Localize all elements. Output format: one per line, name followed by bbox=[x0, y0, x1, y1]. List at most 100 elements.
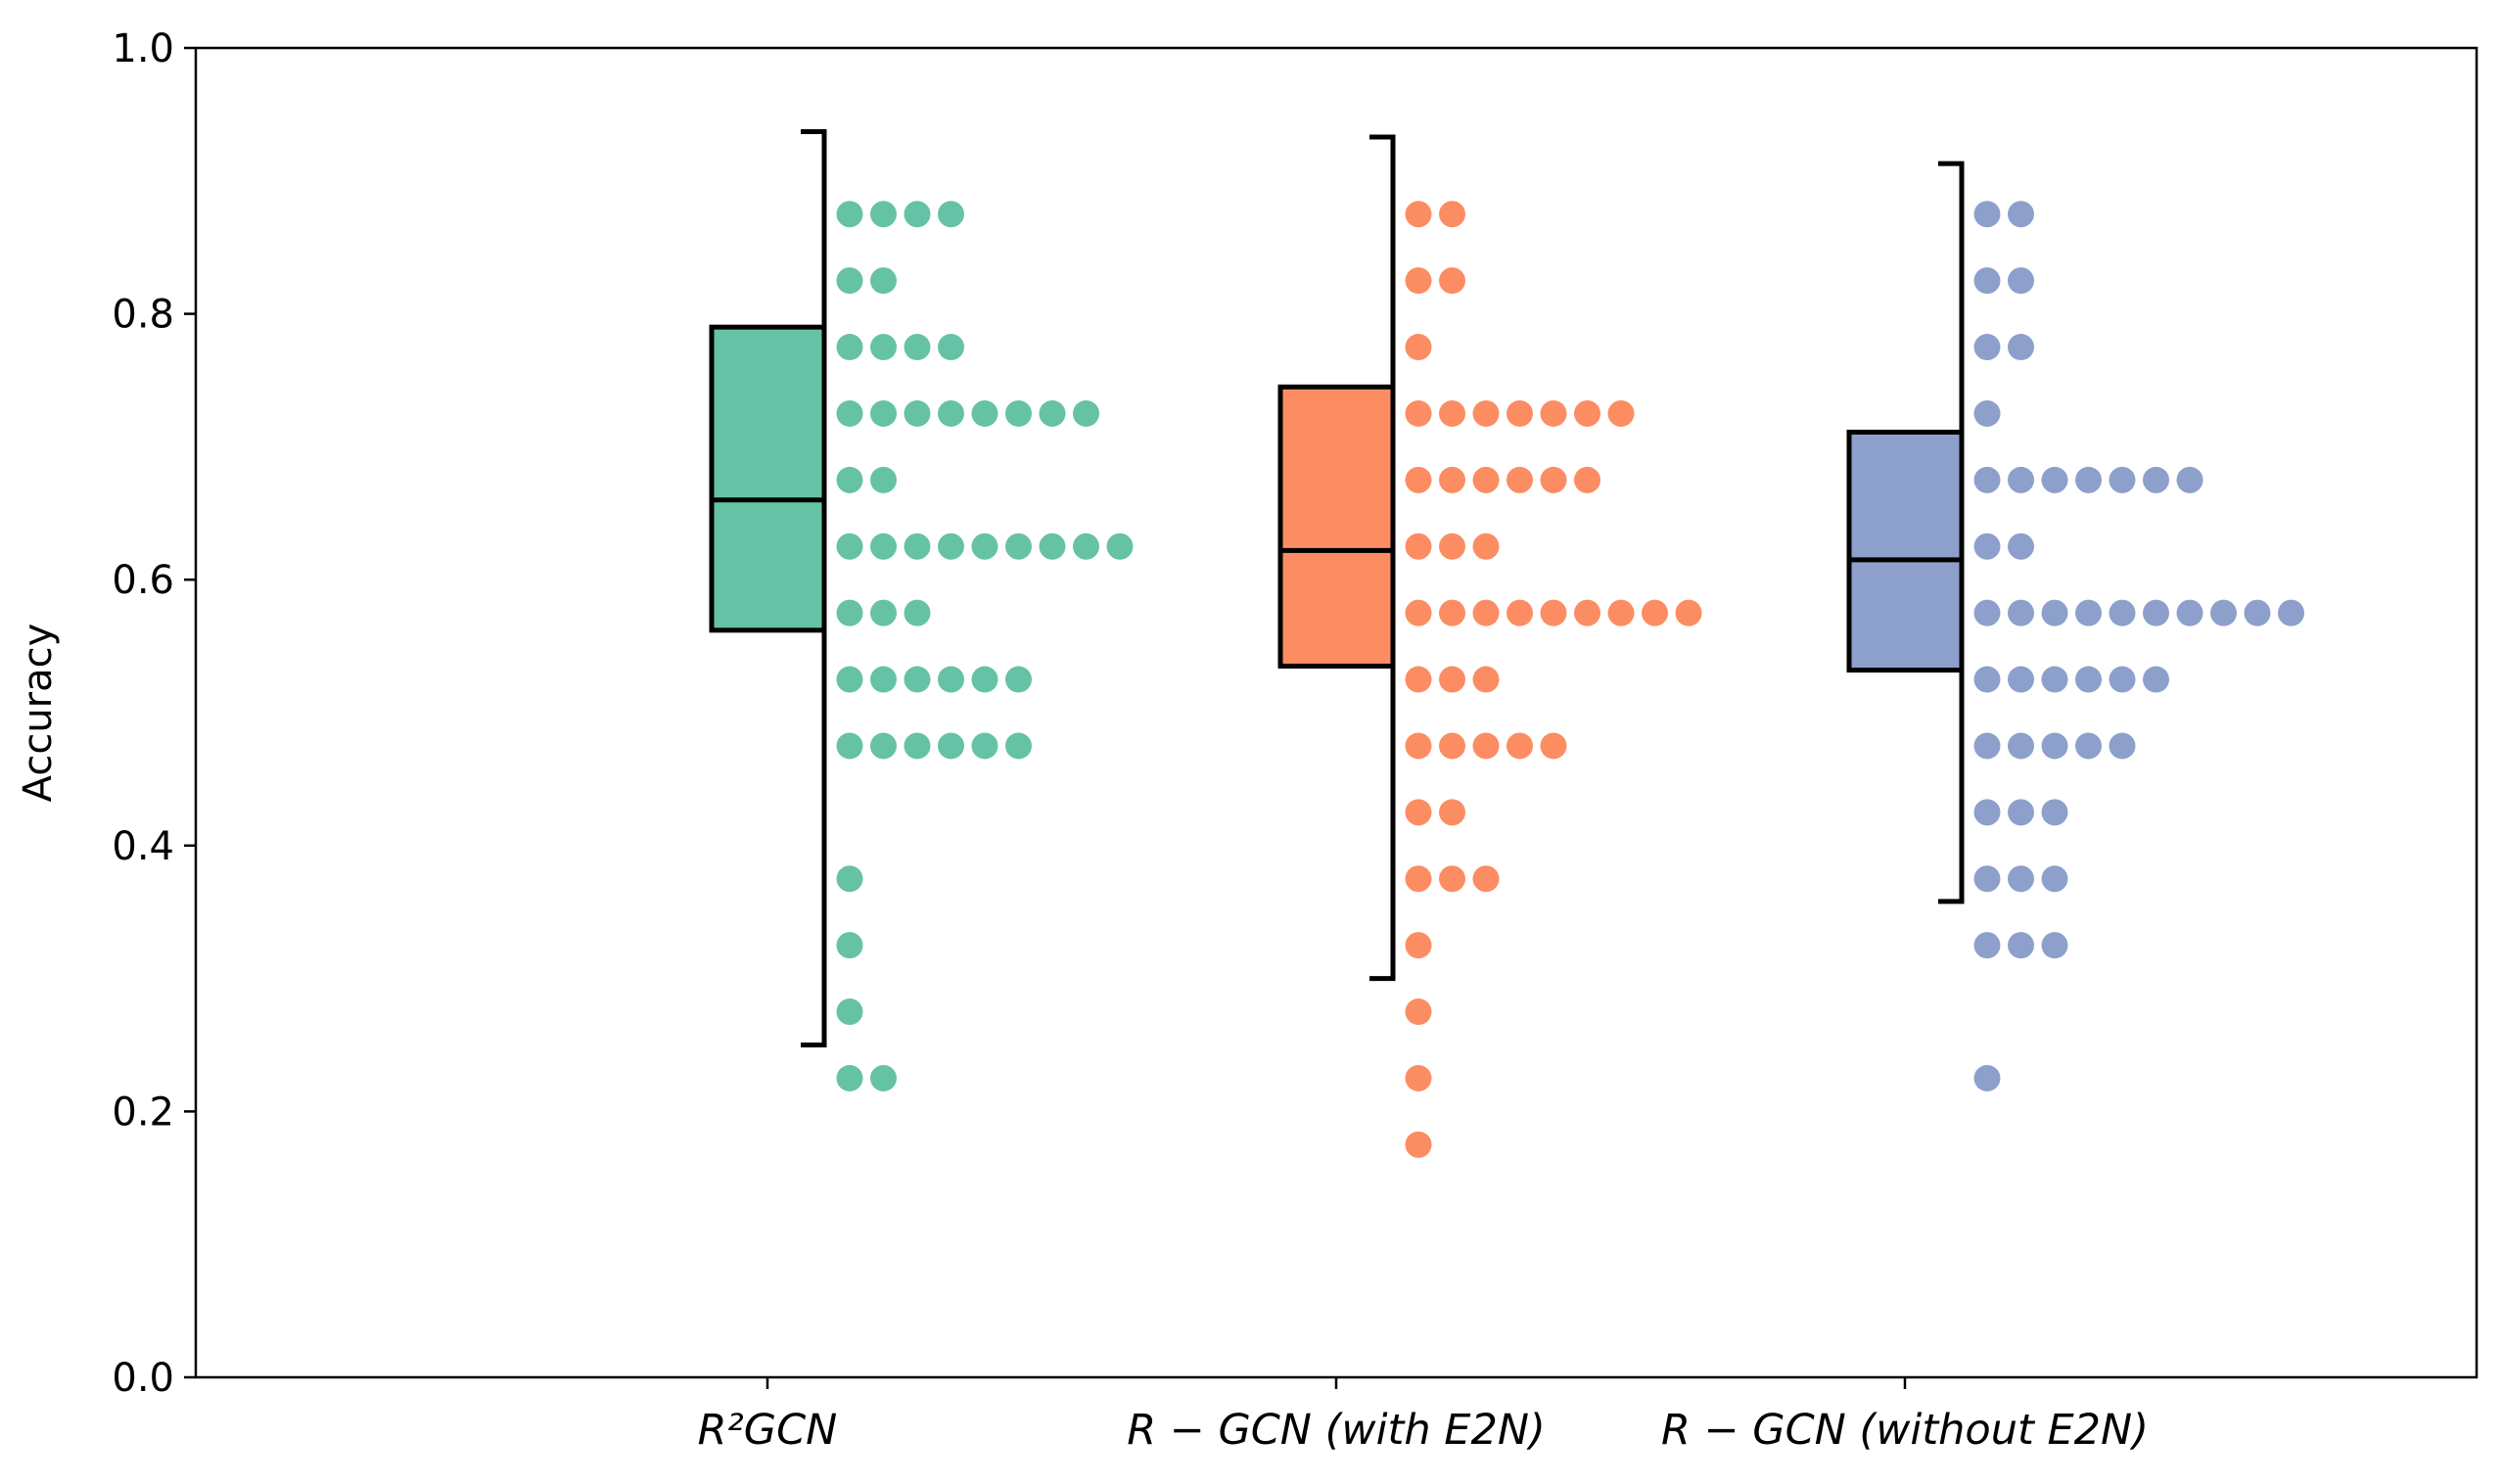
data-point bbox=[1507, 399, 1533, 427]
data-point bbox=[1005, 399, 1032, 427]
data-point bbox=[1472, 533, 1500, 560]
data-point bbox=[1472, 666, 1500, 693]
data-point bbox=[1439, 732, 1465, 760]
y-tick-label: 0.4 bbox=[112, 824, 174, 869]
data-point bbox=[1973, 599, 2001, 626]
data-point bbox=[1439, 466, 1465, 493]
data-point bbox=[1439, 666, 1465, 693]
data-point bbox=[836, 1064, 863, 1091]
data-point bbox=[1439, 865, 1465, 893]
data-point bbox=[1073, 533, 1099, 560]
data-point bbox=[1607, 599, 1635, 626]
data-point bbox=[904, 533, 931, 560]
data-point bbox=[938, 732, 964, 760]
series-group bbox=[709, 129, 1134, 1091]
data-point bbox=[1439, 533, 1465, 560]
data-point bbox=[904, 334, 931, 361]
data-point bbox=[836, 732, 863, 760]
data-point bbox=[2176, 599, 2203, 626]
data-point bbox=[2109, 599, 2136, 626]
data-point bbox=[870, 666, 897, 693]
data-point bbox=[836, 201, 863, 228]
data-point bbox=[1574, 599, 1600, 626]
data-point bbox=[2008, 865, 2034, 893]
data-point bbox=[870, 334, 897, 361]
data-point bbox=[2109, 732, 2136, 760]
data-point bbox=[1973, 201, 2001, 228]
data-point bbox=[1973, 732, 2001, 760]
series-group bbox=[1277, 134, 1702, 1158]
box bbox=[1846, 429, 1965, 673]
y-tick-label: 0.2 bbox=[112, 1090, 174, 1135]
y-axis-title: Accuracy bbox=[16, 624, 61, 803]
data-point bbox=[1973, 334, 2001, 361]
data-point bbox=[1005, 732, 1032, 760]
data-point bbox=[870, 732, 897, 760]
data-point bbox=[1405, 334, 1432, 361]
data-point bbox=[904, 732, 931, 760]
data-point bbox=[1540, 399, 1567, 427]
data-point bbox=[836, 334, 863, 361]
data-point bbox=[2008, 533, 2034, 560]
data-point bbox=[2041, 865, 2068, 893]
data-point bbox=[1472, 599, 1500, 626]
box bbox=[1277, 384, 1396, 669]
data-point bbox=[1405, 865, 1432, 893]
y-tick-label: 0.8 bbox=[112, 293, 174, 338]
data-point bbox=[1675, 599, 1702, 626]
data-point bbox=[870, 267, 897, 295]
data-point bbox=[1405, 399, 1432, 427]
data-point bbox=[2008, 799, 2034, 826]
data-point bbox=[2075, 466, 2102, 493]
data-point bbox=[2075, 666, 2102, 693]
data-point bbox=[1405, 267, 1432, 295]
x-tick-label: R − GCN (without E2N) bbox=[1661, 1406, 2149, 1455]
data-point bbox=[836, 533, 863, 560]
data-point bbox=[836, 865, 863, 893]
data-point bbox=[870, 201, 897, 228]
data-point bbox=[1574, 466, 1600, 493]
data-point bbox=[870, 599, 897, 626]
data-point bbox=[2008, 334, 2034, 361]
data-point bbox=[971, 399, 998, 427]
data-point bbox=[1973, 267, 2001, 295]
data-point bbox=[2041, 799, 2068, 826]
data-point bbox=[1973, 799, 2001, 826]
data-point bbox=[1607, 399, 1635, 427]
data-point bbox=[836, 466, 863, 493]
data-point bbox=[1005, 533, 1032, 560]
data-point bbox=[1039, 533, 1066, 560]
data-point bbox=[2008, 666, 2034, 693]
data-point bbox=[836, 998, 863, 1026]
data-point bbox=[1472, 732, 1500, 760]
data-point bbox=[971, 732, 998, 760]
data-point bbox=[971, 666, 998, 693]
data-point bbox=[1039, 399, 1066, 427]
data-point bbox=[2008, 267, 2034, 295]
data-point bbox=[1507, 732, 1533, 760]
data-point bbox=[2008, 201, 2034, 228]
data-point bbox=[1073, 399, 1099, 427]
data-point bbox=[1405, 533, 1432, 560]
data-point bbox=[836, 932, 863, 959]
data-point bbox=[1472, 865, 1500, 893]
data-point bbox=[836, 599, 863, 626]
data-point bbox=[1472, 466, 1500, 493]
data-point bbox=[1973, 466, 2001, 493]
data-point bbox=[1405, 799, 1432, 826]
data-point bbox=[971, 533, 998, 560]
data-point bbox=[1574, 399, 1600, 427]
data-point bbox=[1507, 466, 1533, 493]
data-point bbox=[2041, 932, 2068, 959]
data-point bbox=[1973, 399, 2001, 427]
data-point bbox=[1005, 666, 1032, 693]
y-axis: 0.00.20.40.60.81.0 bbox=[112, 26, 196, 1401]
y-tick-label: 0.0 bbox=[112, 1356, 174, 1401]
data-point bbox=[1405, 666, 1432, 693]
data-point bbox=[938, 399, 964, 427]
data-point bbox=[2008, 599, 2034, 626]
data-point bbox=[2075, 599, 2102, 626]
data-point bbox=[938, 334, 964, 361]
